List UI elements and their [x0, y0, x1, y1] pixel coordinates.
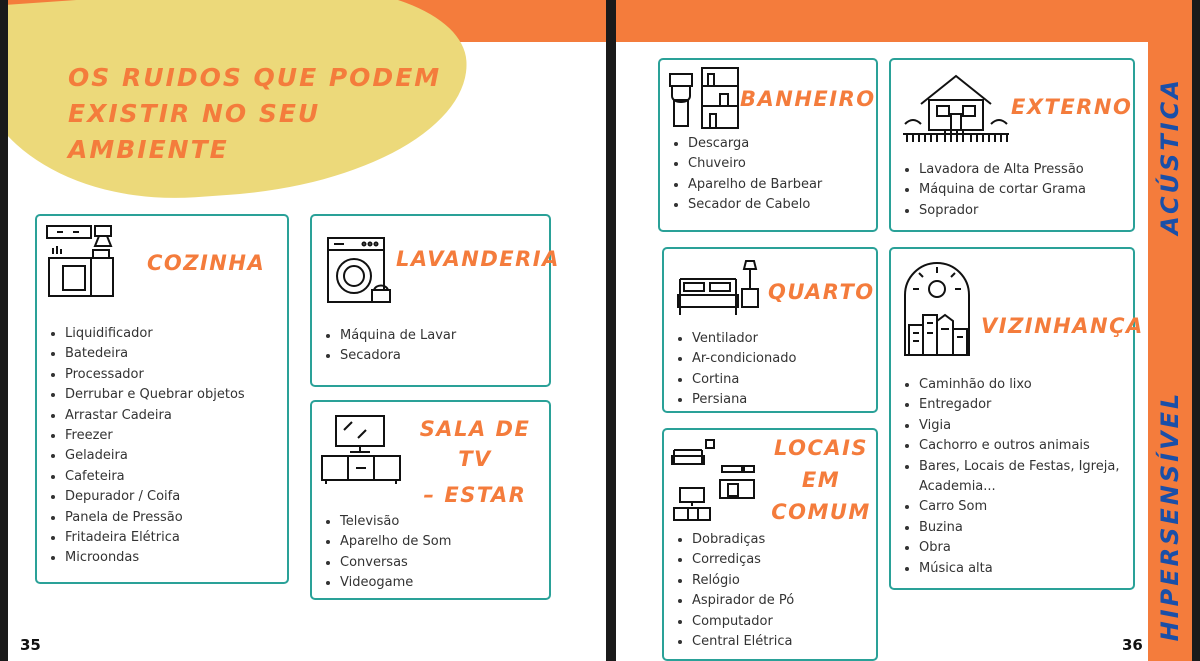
- locais-title-line-3: COMUM: [771, 500, 871, 524]
- card-externo: EXTERNO Lavadora de Alta Pressão Máquina…: [889, 58, 1135, 232]
- list-item: Processador: [65, 365, 245, 385]
- house-icon: [903, 74, 1009, 142]
- list-item: Descarga: [688, 134, 822, 154]
- quarto-list: Ventilador Ar-condicionado Cortina Persi…: [672, 329, 796, 411]
- list-item: Depurador / Coifa: [65, 487, 245, 507]
- list-item: Carro Som: [919, 497, 1145, 517]
- externo-list: Lavadora de Alta Pressão Máquina de cort…: [899, 160, 1086, 221]
- list-item: Música alta: [919, 559, 1145, 579]
- list-item: Dobradiças: [692, 530, 794, 550]
- vizinhanca-list: Caminhão do lixo Entregador Vigia Cachor…: [899, 375, 1145, 579]
- lavanderia-list: Máquina de Lavar Secadora: [320, 326, 456, 367]
- list-item: Arrastar Cadeira: [65, 406, 245, 426]
- page-number: 35: [20, 636, 41, 654]
- right-page: ACÚSTICA HIPERSENSÍVEL BANHEIRO Descarga…: [616, 0, 1192, 661]
- list-item: Ventilador: [692, 329, 796, 349]
- list-item: Microondas: [65, 548, 245, 568]
- cozinha-list: Liquidificador Batedeira Processador Der…: [45, 324, 245, 569]
- list-item: Máquina de cortar Grama: [919, 180, 1086, 200]
- list-item: Computador: [692, 612, 794, 632]
- quarto-title: QUARTO: [768, 280, 875, 304]
- list-item: Televisão: [340, 512, 451, 532]
- cozinha-title: COZINHA: [147, 251, 266, 275]
- list-item: Geladeira: [65, 446, 245, 466]
- sala-title: SALA DE TV – ESTAR: [400, 414, 550, 510]
- vizinhanca-title: VIZINHANÇA: [981, 314, 1144, 338]
- externo-title: EXTERNO: [1011, 95, 1133, 119]
- lavanderia-title: LAVANDERIA: [396, 247, 560, 271]
- page-number: 36: [1122, 636, 1143, 654]
- list-item: Cortina: [692, 370, 796, 390]
- list-item: Lavadora de Alta Pressão: [919, 160, 1086, 180]
- list-item: Máquina de Lavar: [340, 326, 456, 346]
- list-item: Central Elétrica: [692, 632, 794, 652]
- list-item: Freezer: [65, 426, 245, 446]
- banheiro-list: Descarga Chuveiro Aparelho de Barbear Se…: [668, 134, 822, 216]
- locais-title-line-2: EM: [801, 468, 841, 492]
- sala-list: Televisão Aparelho de Som Conversas Vide…: [320, 512, 451, 594]
- common-areas-icon: [671, 439, 755, 521]
- list-item: Chuveiro: [688, 154, 822, 174]
- list-item: Buzina: [919, 518, 1145, 538]
- list-item: Cafeteira: [65, 467, 245, 487]
- list-item: Vigia: [919, 416, 1145, 436]
- sala-title-line-1: SALA DE TV: [419, 417, 531, 471]
- list-item: Aparelho de Barbear: [688, 175, 822, 195]
- list-item: Ar-condicionado: [692, 349, 796, 369]
- list-item: Cachorro e outros animais: [919, 436, 1145, 456]
- left-page: OS RUIDOS QUE PODEM EXISTIR NO SEU AMBIE…: [8, 0, 606, 661]
- list-item: Caminhão do lixo: [919, 375, 1145, 395]
- bed-icon: [677, 260, 759, 315]
- sidebar-top-text: ACÚSTICA: [1156, 77, 1184, 235]
- card-banheiro: BANHEIRO Descarga Chuveiro Aparelho de B…: [658, 58, 878, 232]
- locais-list: Dobradiças Corrediças Relógio Aspirador …: [672, 530, 794, 652]
- card-lavanderia: LAVANDERIA Máquina de Lavar Secadora: [310, 214, 560, 387]
- locais-title: LOCAIS EM COMUM: [768, 432, 874, 528]
- sala-title-line-2: – ESTAR: [423, 483, 527, 507]
- list-item: Bares, Locais de Festas, Igreja, Academi…: [919, 457, 1145, 498]
- list-item: Corrediças: [692, 550, 794, 570]
- tv-stand-icon: [321, 415, 401, 484]
- list-item: Videogame: [340, 573, 451, 593]
- card-quarto: QUARTO Ventilador Ar-condicionado Cortin…: [662, 247, 878, 413]
- list-item: Persiana: [692, 390, 796, 410]
- list-item: Secador de Cabelo: [688, 195, 822, 215]
- list-item: Aparelho de Som: [340, 532, 451, 552]
- card-sala: SALA DE TV – ESTAR Televisão Aparelho de…: [310, 400, 551, 600]
- list-item: Conversas: [340, 553, 451, 573]
- list-item: Fritadeira Elétrica: [65, 528, 245, 548]
- heading-line-1: OS RUIDOS QUE PODEM: [68, 63, 442, 92]
- list-item: Relógio: [692, 571, 794, 591]
- sidebar: ACÚSTICA HIPERSENSÍVEL: [1148, 42, 1192, 661]
- list-item: Batedeira: [65, 344, 245, 364]
- card-vizinhanca: VIZINHANÇA Caminhão do lixo Entregador V…: [889, 247, 1144, 590]
- list-item: Panela de Pressão: [65, 508, 245, 528]
- card-cozinha: COZINHA Liquidificador Batedeira Process…: [35, 214, 289, 584]
- list-item: Soprador: [919, 201, 1086, 221]
- city-window-icon: [904, 262, 970, 356]
- sidebar-bottom-text: HIPERSENSÍVEL: [1156, 390, 1184, 642]
- list-item: Obra: [919, 538, 1145, 558]
- list-item: Entregador: [919, 395, 1145, 415]
- heading-line-2: EXISTIR NO SEU AMBIENTE: [68, 99, 321, 164]
- top-bar: [616, 0, 1192, 42]
- list-item: Secadora: [340, 346, 456, 366]
- banheiro-title: BANHEIRO: [740, 87, 876, 111]
- list-item: Aspirador de Pó: [692, 591, 794, 611]
- page-heading: OS RUIDOS QUE PODEM EXISTIR NO SEU AMBIE…: [68, 60, 468, 168]
- list-item: Liquidificador: [65, 324, 245, 344]
- kitchen-icon: [46, 225, 114, 297]
- locais-title-line-1: LOCAIS: [773, 436, 869, 460]
- list-item: Derrubar e Quebrar objetos: [65, 385, 245, 405]
- card-locais: LOCAIS EM COMUM Dobradiças Corrediças Re…: [662, 428, 878, 661]
- toilet-icon: [669, 67, 739, 129]
- washing-machine-icon: [327, 237, 391, 303]
